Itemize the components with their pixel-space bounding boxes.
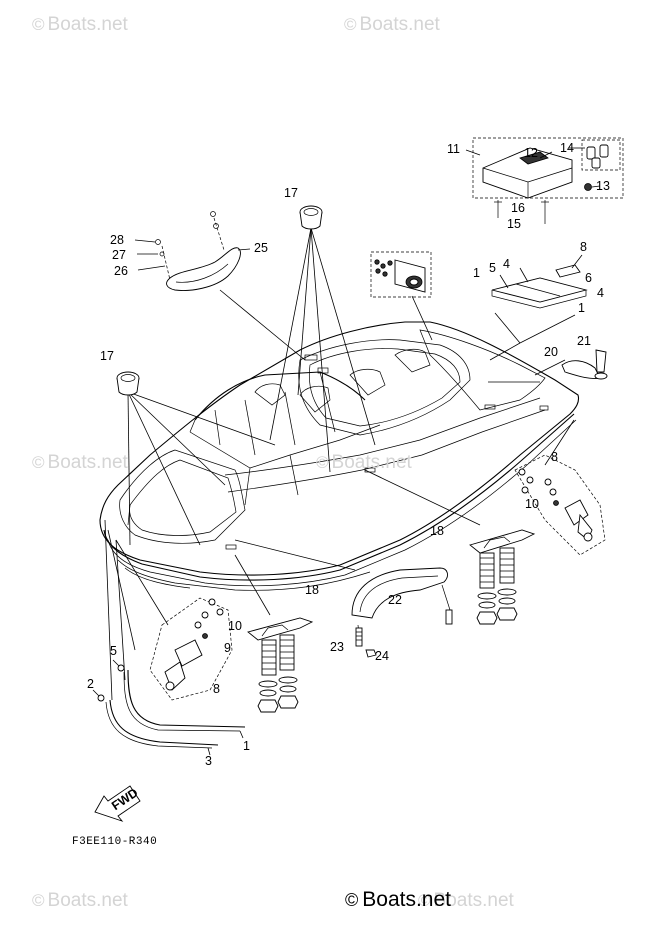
panel-28 bbox=[370, 251, 432, 298]
hardware-left bbox=[149, 597, 233, 701]
cup-holder-left bbox=[116, 371, 140, 396]
callout-6: 6 bbox=[585, 271, 592, 285]
watermark-text: Boats.net bbox=[47, 14, 128, 35]
watermark-text: Boats.net bbox=[359, 14, 440, 35]
cup-holder-top bbox=[299, 205, 323, 230]
copyright-symbol: © bbox=[32, 453, 45, 472]
tow-pylon bbox=[351, 567, 453, 658]
callout-5-top: 5 bbox=[489, 261, 496, 275]
callout-1-top: 1 bbox=[473, 266, 480, 280]
watermark: ©Boats.net bbox=[32, 890, 128, 912]
callout-7: 8 bbox=[580, 240, 587, 254]
watermark: ©Boats.net bbox=[32, 452, 128, 474]
callout-1-mid: 1 bbox=[578, 301, 585, 315]
copyright-symbol: © bbox=[316, 453, 329, 472]
callout-20: 21 bbox=[577, 334, 591, 348]
callout-27: 28 bbox=[110, 233, 124, 247]
callout-4-a: 4 bbox=[503, 257, 510, 271]
footer-text: Boats.net bbox=[362, 888, 451, 911]
navigation-light bbox=[561, 349, 608, 380]
callout-5-left: 5 bbox=[110, 644, 117, 658]
watermark-text: Boats.net bbox=[47, 890, 128, 911]
callout-24: 25 bbox=[254, 241, 268, 255]
callout-11: 11 bbox=[447, 142, 460, 156]
watermark: ©Boats.net bbox=[344, 14, 440, 36]
callout-3: 3 bbox=[205, 754, 212, 768]
callout-19: 20 bbox=[544, 345, 558, 359]
footer-brand: ©Boats.net bbox=[345, 888, 451, 912]
callout-8-left: 8 bbox=[213, 682, 220, 696]
leader-lines bbox=[104, 227, 576, 701]
base-plate-group bbox=[491, 254, 588, 309]
fwd-arrow: FWD bbox=[94, 785, 141, 822]
callout-4-b: 4 bbox=[597, 286, 604, 300]
watermark: ©Boats.net bbox=[316, 452, 412, 474]
callout-2: 2 bbox=[87, 677, 94, 691]
watermark: ©Boats.net bbox=[418, 890, 514, 912]
grab-handle bbox=[134, 211, 251, 291]
callout-13: 13 bbox=[596, 179, 610, 193]
callout-26: 27 bbox=[112, 248, 126, 262]
copyright-symbol: © bbox=[32, 891, 45, 910]
copyright-symbol: © bbox=[418, 891, 431, 910]
callout-10-right: 10 bbox=[525, 497, 539, 511]
callout-1-bottom: 1 bbox=[243, 739, 250, 753]
callout-labels: 11 12 14 13 16 15 17 28 27 26 25 8 1 5 4… bbox=[87, 141, 610, 768]
copyright-symbol: © bbox=[32, 15, 45, 34]
watermark: ©Boats.net bbox=[32, 14, 128, 36]
callout-21: 22 bbox=[388, 593, 402, 607]
copyright-symbol: © bbox=[345, 890, 359, 910]
trim-strips bbox=[92, 659, 246, 756]
callout-17-left: 17 bbox=[100, 349, 114, 363]
callout-23: 24 bbox=[375, 649, 389, 663]
diagram-code: F3EE110-R340 bbox=[72, 836, 158, 848]
seat-bracket-group bbox=[465, 137, 624, 224]
callout-10-left: 10 bbox=[228, 619, 242, 633]
callout-14: 14 bbox=[560, 141, 574, 155]
cleat-left bbox=[247, 617, 314, 713]
watermark-text: Boats.net bbox=[433, 890, 514, 911]
cleat-right bbox=[469, 529, 536, 625]
callout-15: 15 bbox=[507, 217, 521, 231]
callout-25: 26 bbox=[114, 264, 128, 278]
callout-18-right: 18 bbox=[430, 524, 444, 538]
callout-8-right: 8 bbox=[551, 450, 558, 464]
callout-18-left: 18 bbox=[305, 583, 319, 597]
callout-17-top: 17 bbox=[284, 186, 298, 200]
watermark-text: Boats.net bbox=[331, 452, 412, 473]
copyright-symbol: © bbox=[344, 15, 357, 34]
callout-9: 9 bbox=[224, 641, 231, 655]
callout-12: 12 bbox=[524, 146, 538, 160]
hardware-right bbox=[514, 454, 606, 556]
callout-16: 16 bbox=[511, 201, 525, 215]
callout-22: 23 bbox=[330, 640, 344, 654]
watermark-text: Boats.net bbox=[47, 452, 128, 473]
